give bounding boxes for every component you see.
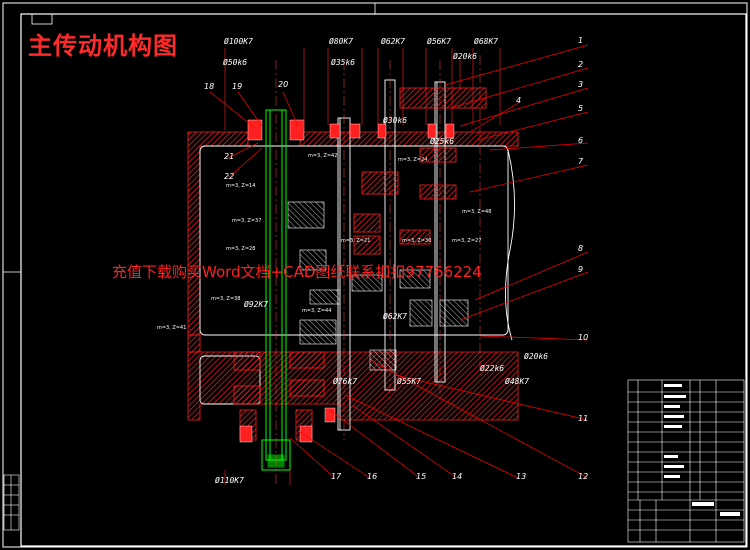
gear-label: m=3, Z=28 — [226, 246, 256, 252]
part-number: 7 — [578, 157, 584, 166]
gear-label: m=3, Z=48 — [462, 209, 492, 215]
part-number: 17 — [331, 472, 342, 481]
part-number: 19 — [232, 82, 243, 91]
part-number: 10 — [578, 333, 589, 342]
part-number: 6 — [578, 136, 584, 145]
part-number: 2 — [578, 60, 584, 69]
part-number: 9 — [578, 265, 584, 274]
dimension-label: Ø62K7 — [381, 37, 406, 46]
dimension-label: Ø35k6 — [331, 58, 356, 67]
gear-label: m=3, Z=21 — [341, 238, 371, 244]
inner-frame — [20, 13, 747, 547]
dimension-label: Ø20k6 — [453, 52, 478, 61]
watermark-text: 充值下载购买Word文档+CAD图纸联系扣扣97766224 — [112, 263, 482, 281]
part-number: 8 — [578, 244, 584, 253]
part-number: 18 — [204, 82, 215, 91]
dimension-label: Ø80K7 — [329, 37, 354, 46]
dimension-label: Ø30k6 — [383, 116, 408, 125]
part-number: 5 — [578, 104, 584, 113]
gear-label: m=3, Z=30 — [402, 238, 432, 244]
part-number: 16 — [367, 472, 378, 481]
dimension-label: Ø22k6 — [480, 364, 505, 373]
gear-label: m=3, Z=38 — [211, 296, 241, 302]
part-number: 13 — [516, 472, 527, 481]
part-number: 20 — [278, 80, 289, 89]
title-block — [627, 379, 745, 543]
gear-outlines — [287, 201, 469, 371]
part-number: 4 — [516, 96, 522, 105]
drawing-title: 主传动机构图 — [28, 32, 178, 60]
part-number: 1 — [578, 36, 584, 45]
part-number: 14 — [452, 472, 463, 481]
dimension-label: Ø76k7 — [333, 377, 358, 386]
part-number: 11 — [578, 414, 589, 423]
dimension-label: Ø48K7 — [505, 377, 530, 386]
part-number: 12 — [578, 472, 589, 481]
gear-blocks — [233, 87, 487, 441]
left-stamp — [3, 474, 20, 531]
gear-label: m=3, Z=42 — [308, 153, 338, 159]
gear-label: m=3, Z=14 — [226, 183, 256, 189]
dimension-label: Ø55K7 — [397, 377, 422, 386]
leader-lines — [209, 44, 589, 479]
dimension-label: Ø92K7 — [244, 300, 269, 309]
dimension-label: Ø50k6 — [223, 58, 248, 67]
edge-marks — [3, 3, 747, 547]
part-number: 15 — [416, 472, 427, 481]
gear-label: m=3, Z=41 — [157, 325, 187, 331]
title-block-text-marks — [664, 384, 740, 516]
gear-label: m=3, Z=27 — [452, 238, 482, 244]
dimension-label: Ø25k6 — [430, 137, 455, 146]
dimension-label: Ø110K7 — [215, 476, 244, 485]
part-number: 21 — [224, 152, 235, 161]
dimension-label: Ø100K7 — [224, 37, 253, 46]
dimension-label: Ø62K7 — [383, 312, 408, 321]
gear-label: m=3, Z=44 — [302, 308, 332, 314]
centerlines — [275, 55, 481, 485]
dimension-label: Ø20k6 — [524, 352, 549, 361]
part-number: 3 — [578, 80, 584, 89]
part-number: 22 — [224, 172, 235, 181]
gear-label: m=3, Z=37 — [232, 218, 262, 224]
dimension-lines — [224, 48, 501, 485]
gear-label: m=3, Z=24 — [398, 157, 428, 163]
corner-box — [31, 13, 53, 25]
dimension-label: Ø56K7 — [427, 37, 452, 46]
dimension-label: Ø68K7 — [474, 37, 499, 46]
